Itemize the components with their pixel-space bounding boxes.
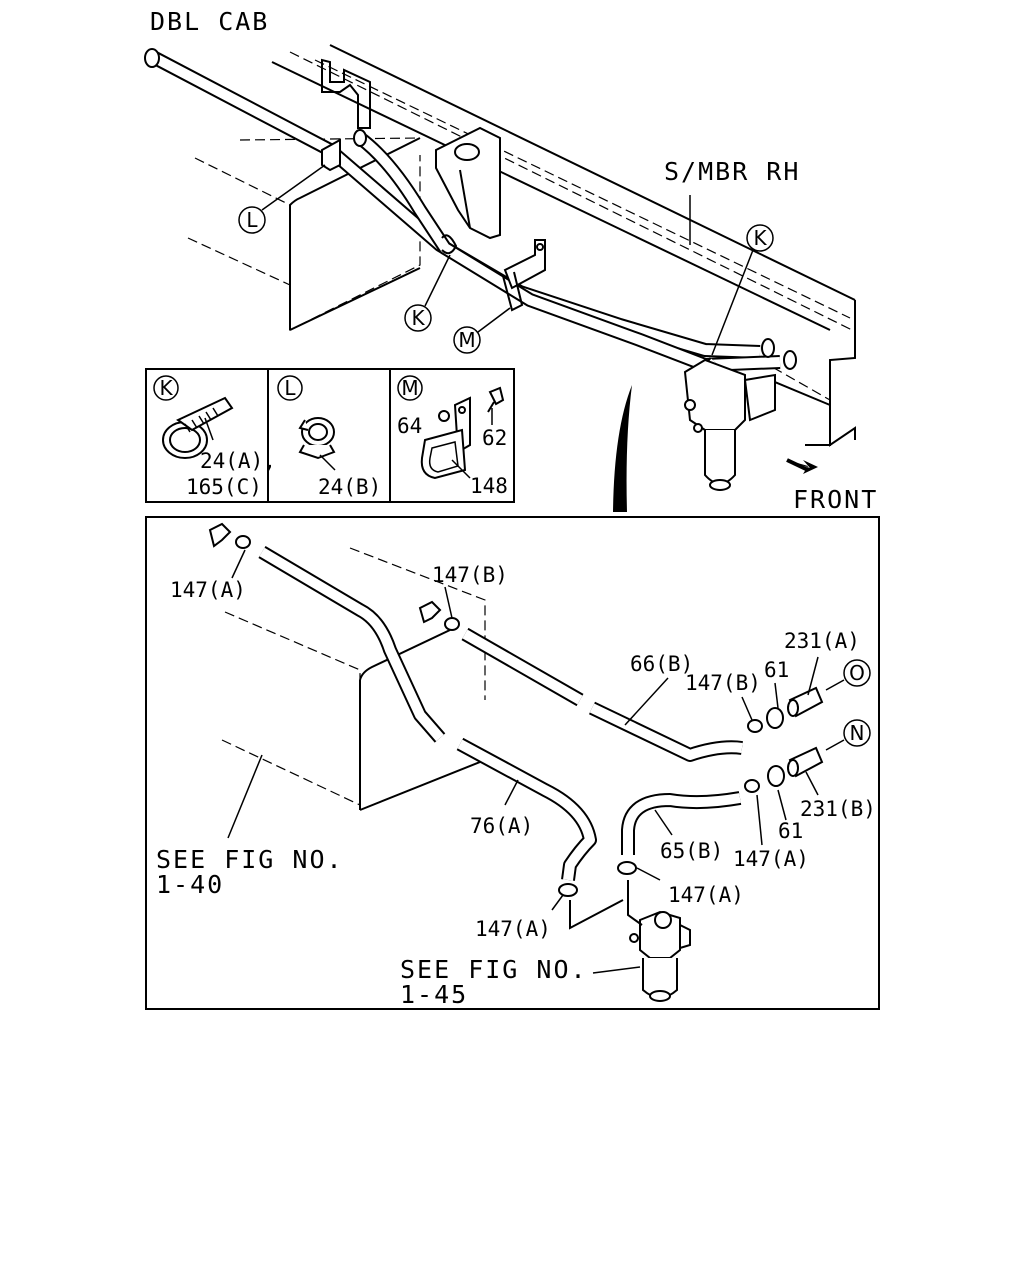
- svg-text:K: K: [159, 376, 173, 400]
- see-fig-1-40-line2: 1-40: [156, 870, 224, 899]
- hose-end-fitting: [144, 48, 160, 68]
- detail-panel-l: L 24(B): [277, 375, 381, 499]
- pipe-231b: [787, 746, 824, 778]
- part-label-147b-2: 147(B): [685, 671, 761, 695]
- see-fig-1-45-line1: SEE FIG NO.: [400, 955, 588, 984]
- part-label-61-1: 61: [764, 658, 789, 682]
- side-member-rh-label: S/MBR RH: [664, 157, 800, 186]
- mount-bracket: [435, 126, 501, 240]
- svg-text:M: M: [401, 376, 418, 400]
- svg-text:148: 148: [470, 474, 508, 498]
- svg-text:L: L: [246, 208, 258, 232]
- detail-panel-k: K 24(A), 165(C): [153, 375, 276, 499]
- part-label-147a-3: 147(A): [668, 883, 744, 907]
- see-fig-1-45-line2: 1-45: [400, 980, 468, 1009]
- clip-icon: [298, 417, 336, 460]
- front-label: FRONT: [793, 485, 878, 514]
- callout-k-top-left: K: [404, 254, 451, 332]
- cable-tie-icon: [162, 396, 234, 459]
- bracket-clamp-icon: [420, 386, 505, 480]
- svg-text:K: K: [753, 226, 767, 250]
- svg-text:O: O: [849, 661, 865, 685]
- dbl-cab-label: DBL CAB: [150, 7, 269, 36]
- hose-clamps: [208, 522, 785, 897]
- detail-panel-m: M 64 62 148: [397, 375, 508, 498]
- see-fig-1-40-line1: SEE FIG NO.: [156, 845, 344, 874]
- detail-panels: K 24(A), 165(C) L 24(B): [145, 368, 515, 503]
- svg-text:64: 64: [397, 414, 422, 438]
- svg-text:165(C): 165(C): [186, 475, 262, 499]
- svg-text:24(B): 24(B): [318, 475, 381, 499]
- svg-text:K: K: [411, 306, 425, 330]
- top-fuel-filter: [683, 358, 776, 491]
- lower-hoses: [258, 545, 743, 881]
- callout-l-top: L: [238, 164, 326, 234]
- part-label-147b-1: 147(B): [432, 563, 508, 587]
- svg-text:24(A),: 24(A),: [200, 449, 276, 473]
- part-label-231b: 231(B): [800, 797, 876, 821]
- detail-pointer: [613, 385, 632, 512]
- svg-text:L: L: [284, 376, 296, 400]
- part-label-147a-1: 147(A): [170, 578, 246, 602]
- top-assembly-view: DBL CAB S/MBR RH: [144, 7, 878, 514]
- part-label-231a: 231(A): [784, 629, 860, 653]
- part-label-61-2: 61: [778, 819, 803, 843]
- callout-o: O: [825, 659, 871, 691]
- tank-outline-lower: [221, 547, 486, 811]
- part-label-76a: 76(A): [470, 814, 533, 838]
- side-member-frame: [271, 44, 856, 447]
- part-label-66b: 66(B): [630, 652, 693, 676]
- leader-lines: [227, 549, 819, 974]
- callout-m-top: M: [453, 307, 511, 354]
- part-label-147a-4: 147(A): [475, 917, 551, 941]
- callout-n: N: [825, 719, 871, 751]
- front-arrow-icon: [786, 458, 818, 474]
- svg-text:M: M: [458, 328, 475, 352]
- part-label-147a-2: 147(A): [733, 847, 809, 871]
- exploded-view: O N: [145, 516, 880, 1010]
- svg-text:62: 62: [482, 426, 507, 450]
- lower-fuel-filter: [569, 880, 691, 1002]
- callout-k-top-right: K: [711, 224, 774, 356]
- pipe-231a: [787, 686, 824, 718]
- part-label-65b: 65(B): [660, 839, 723, 863]
- svg-text:N: N: [850, 721, 865, 745]
